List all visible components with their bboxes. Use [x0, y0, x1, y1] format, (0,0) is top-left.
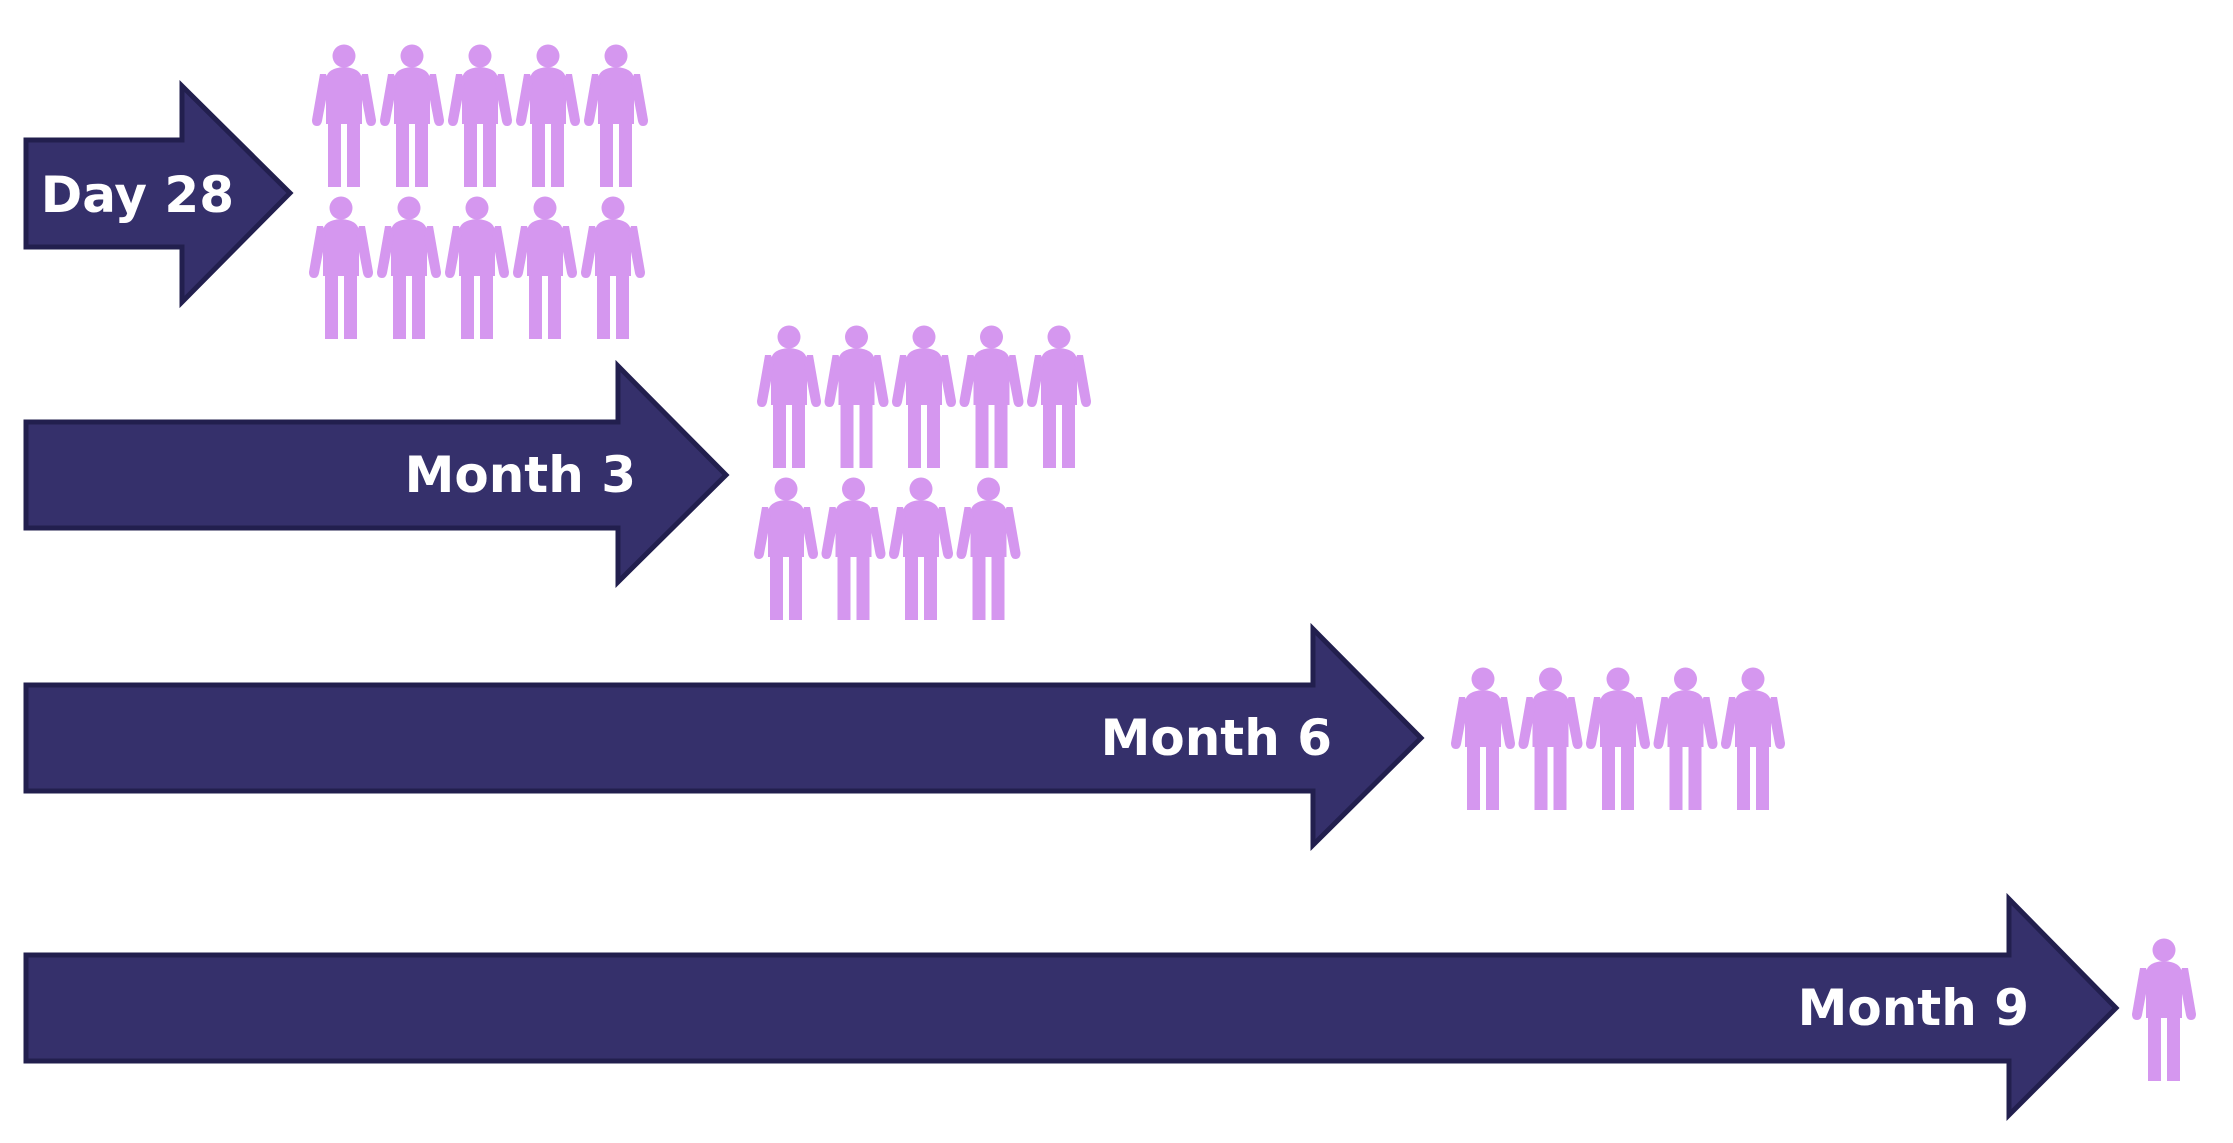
- person-icon: [1518, 667, 1583, 810]
- arrow-row-month-9: Month 9: [23, 892, 2196, 1122]
- timeline-arrow: [23, 892, 2120, 1122]
- person-icon: [445, 196, 509, 339]
- arrow-row-day-28: Day 28: [23, 44, 648, 339]
- person-icon: [1721, 667, 1785, 810]
- timeline-arrow: [23, 622, 1425, 851]
- person-icon: [889, 477, 953, 620]
- person-icon: [513, 196, 577, 339]
- person-icon: [581, 196, 645, 339]
- person-icon: [584, 44, 648, 187]
- person-icon: [754, 477, 818, 620]
- person-icon: [380, 44, 444, 187]
- person-icon: [448, 44, 512, 187]
- timeline-arrow: [23, 359, 730, 588]
- person-icon: [516, 44, 580, 187]
- person-icon: [312, 44, 376, 187]
- timeline-arrow: [23, 80, 294, 309]
- person-icon: [821, 477, 886, 620]
- person-icon: [377, 196, 441, 339]
- person-icon: [1027, 325, 1091, 468]
- person-icon: [1451, 667, 1515, 810]
- arrow-row-month-3: Month 3: [23, 325, 1091, 620]
- person-icon: [309, 196, 373, 339]
- arrow-label: Month 6: [1101, 709, 1332, 767]
- person-icon: [892, 325, 956, 468]
- arrow-row-month-6: Month 6: [23, 622, 1785, 851]
- person-icon: [2132, 938, 2196, 1081]
- arrow-label: Day 28: [41, 166, 234, 224]
- person-icon: [757, 325, 821, 468]
- person-icon: [1653, 667, 1718, 810]
- person-icon: [824, 325, 889, 468]
- person-icon: [1586, 667, 1650, 810]
- arrow-label: Month 9: [1798, 979, 2029, 1037]
- person-icon: [959, 325, 1024, 468]
- arrow-label: Month 3: [405, 446, 636, 504]
- person-icon: [956, 477, 1021, 620]
